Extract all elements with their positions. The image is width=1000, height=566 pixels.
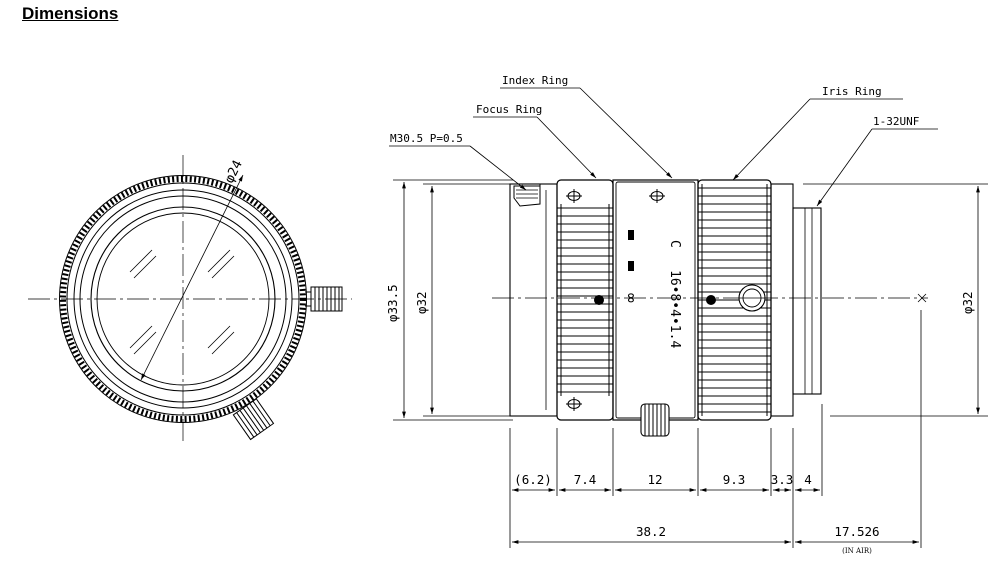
side-view — [492, 179, 928, 437]
front-view — [28, 155, 352, 445]
mount-letter-c: C — [667, 240, 682, 248]
callout-focus-ring: Focus Ring — [476, 103, 542, 116]
front-lower-knob — [232, 398, 275, 441]
callout-thread: M30.5 P=0.5 — [390, 132, 463, 145]
dim-total-length: 38.2 — [636, 524, 666, 539]
front-diameter-label: φ24 — [222, 158, 246, 186]
c-mount — [792, 207, 822, 395]
callout-index-ring: Index Ring — [502, 74, 568, 87]
dim-flange-note: (IN AIR) — [842, 547, 872, 555]
rear-body — [770, 183, 794, 417]
page-title: Dimensions — [22, 4, 119, 23]
dim-mount-diameter: φ32 — [960, 291, 975, 314]
dim-outer-diameter: φ33.5 — [385, 284, 400, 322]
front-knurl-ring — [60, 176, 306, 422]
iris-scale-marking: 16•8•4•1.4 — [667, 270, 682, 348]
dim-length-iris: 9.3 — [723, 472, 746, 487]
index-lock-knob — [640, 403, 670, 437]
dim-length-mount: 4 — [804, 472, 812, 487]
callout-iris-ring: Iris Ring — [822, 85, 882, 98]
dim-length-index: 12 — [647, 472, 662, 487]
callout-mount: 1-32UNF — [873, 115, 919, 128]
infinity-marking: ∞ — [622, 293, 641, 303]
dim-length-rear: 3.3 — [771, 472, 794, 487]
filter-thread-section — [509, 183, 558, 417]
dim-inner-diameter: φ32 — [414, 291, 429, 314]
dim-length-focus: 7.4 — [574, 472, 597, 487]
dim-flange-back: 17.526 — [834, 524, 879, 539]
dim-length-thread: (6.2) — [514, 472, 552, 487]
